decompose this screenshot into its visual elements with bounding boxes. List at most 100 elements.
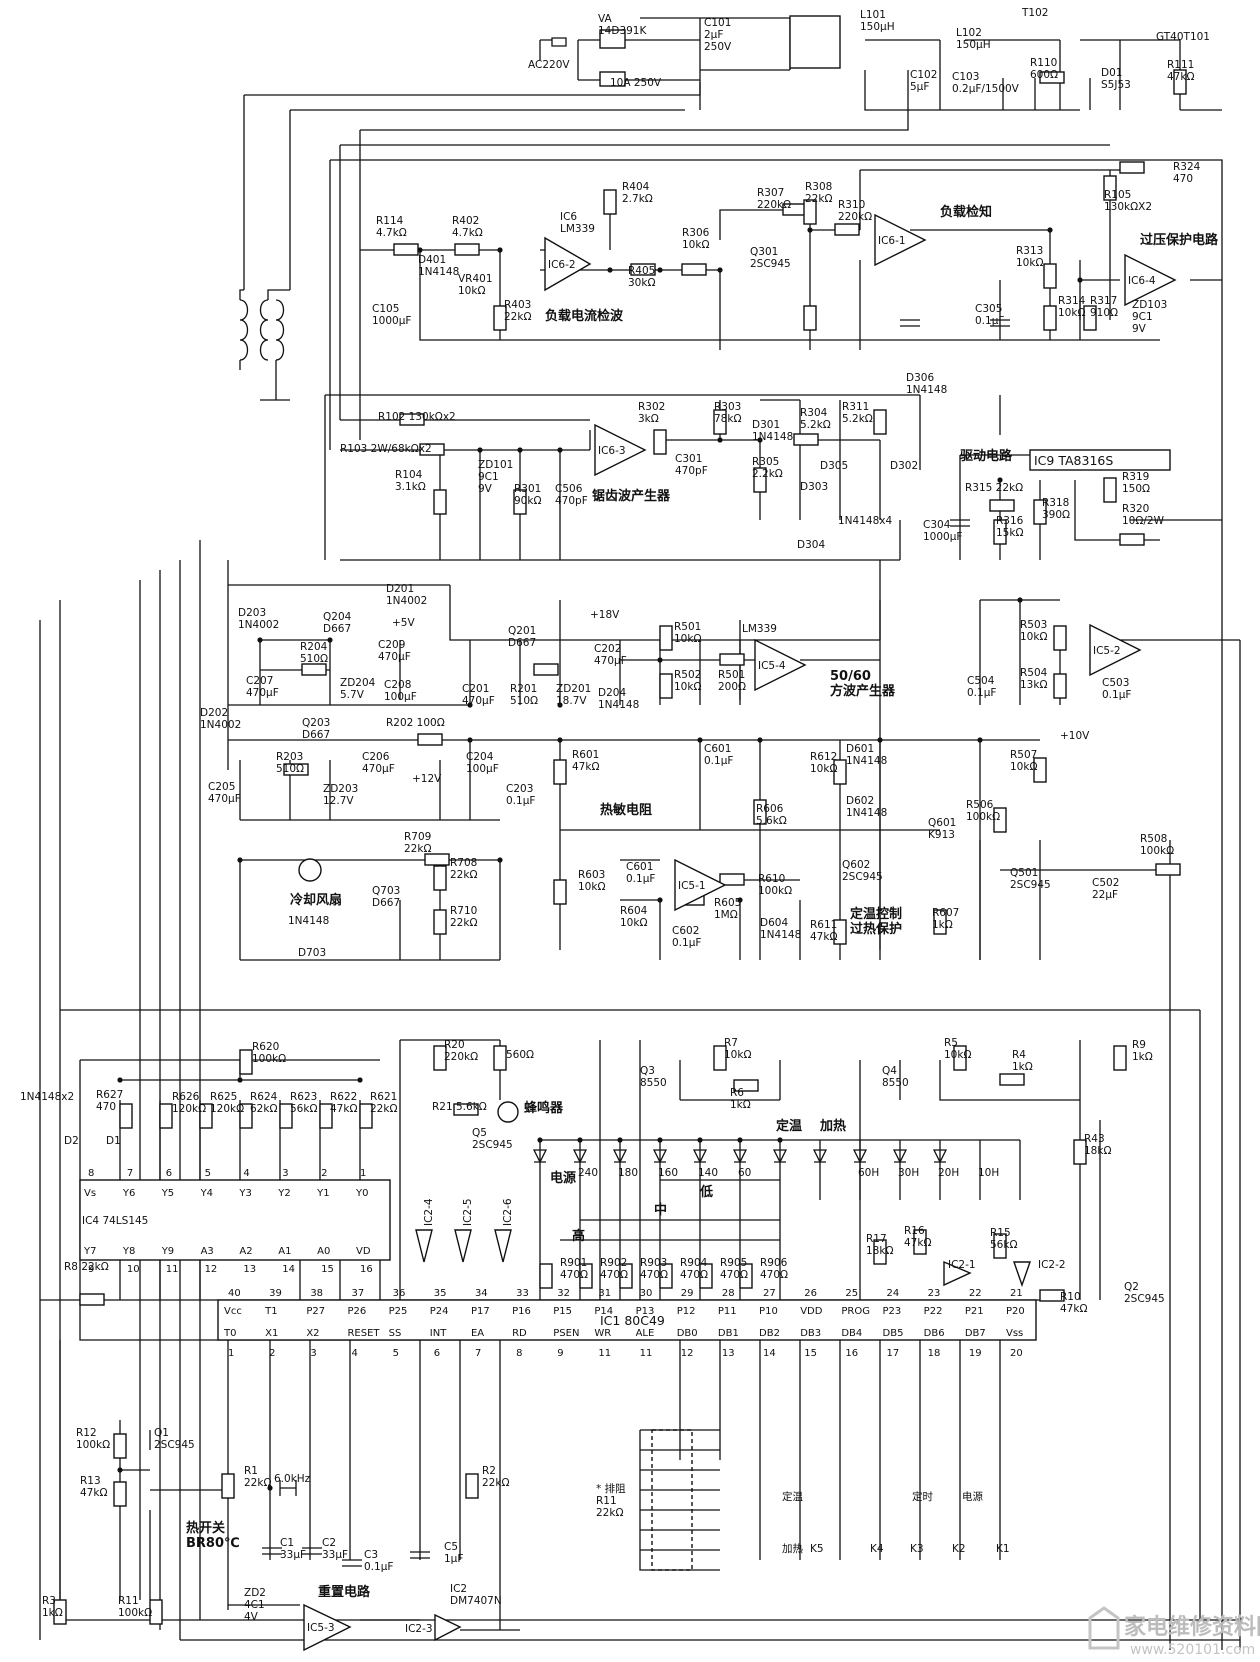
led-temp-label: 160 — [658, 1167, 678, 1179]
led-keep-label: 定温 — [775, 1118, 802, 1134]
led-low-label: 低 — [699, 1184, 713, 1200]
junction-dot — [497, 857, 503, 863]
component-label: 1N4148 — [288, 915, 329, 927]
ic1-bottom-pin-name: DB3 — [800, 1328, 821, 1339]
ic1-top-pin-name: P17 — [471, 1306, 490, 1317]
junction-dot — [757, 437, 763, 443]
component-label: K2 — [952, 1543, 966, 1555]
led-high-label: 高 — [572, 1228, 585, 1244]
ic1-top-pin-name: P24 — [430, 1306, 449, 1317]
ic4-label: IC4 74LS145 — [82, 1215, 148, 1227]
ic1-bottom-pin-number: 7 — [475, 1348, 481, 1359]
ic4-top-pin-name: Y4 — [200, 1188, 213, 1199]
ic1-top-pin-number: 23 — [928, 1288, 941, 1299]
ic1-bottom-pin-number: 2 — [269, 1348, 275, 1359]
ic4-bottom-pin-number: 16 — [360, 1264, 373, 1275]
led-temp-label: 180 — [618, 1167, 638, 1179]
junction-dot — [657, 657, 663, 663]
ic4-bottom-pin-number: 9 — [88, 1264, 94, 1275]
ic2-2-label: IC2-2 — [1038, 1259, 1066, 1271]
led-temp-label: 20H — [938, 1167, 959, 1179]
ic1-top-pin-number: 29 — [681, 1288, 694, 1299]
ic6-1-label: IC6-1 — [878, 235, 906, 247]
ic1-bottom-pin-name: SS — [389, 1328, 402, 1339]
ic1-top-pin-number: 31 — [598, 1288, 611, 1299]
ic4-bottom-pin-name: A1 — [278, 1246, 291, 1257]
ic1-top-pin-number: 36 — [393, 1288, 406, 1299]
ic1-bottom-pin-number: 8 — [516, 1348, 522, 1359]
led-temp-label: 30H — [898, 1167, 919, 1179]
junction-dot — [357, 1077, 363, 1083]
ic1-top-pin-number: 26 — [804, 1288, 817, 1299]
ic1-bottom-pin-number: 20 — [1010, 1348, 1023, 1359]
junction-dot — [757, 737, 763, 743]
component-label: 1N4148x4 — [838, 515, 892, 527]
block-sawtooth: 锯齿波产生器 — [592, 488, 671, 504]
component-label: 电源 — [962, 1490, 983, 1503]
component-label: +18V — [590, 609, 620, 621]
ic1-bottom-pin-number: 19 — [969, 1348, 982, 1359]
ic2-6-label: IC2-6 — [502, 1198, 514, 1226]
ic1-label: IC1 80C49 — [600, 1313, 665, 1328]
junction-dot — [997, 477, 1003, 483]
ic6-2-label: IC6-2 — [548, 259, 576, 271]
junction-dot — [537, 1137, 543, 1143]
block-driver: 驱动电路 — [960, 448, 1013, 464]
ic1-bottom-pin-number: 13 — [722, 1348, 735, 1359]
watermark-url: www.520101.com — [1130, 1642, 1255, 1658]
ic5-3-label: IC5-3 — [307, 1622, 335, 1634]
block-temp-ctrl: 定温控制过热保护 — [849, 906, 902, 937]
component-label: 加热 — [782, 1542, 803, 1555]
ic1-bottom-pin-name: X1 — [265, 1328, 278, 1339]
ic1-bottom-pin-name: WR — [594, 1328, 611, 1339]
led-temp-label: 60H — [858, 1167, 879, 1179]
ic1-top-pin-number: 28 — [722, 1288, 735, 1299]
ic1-top-pin-name: PROG — [841, 1306, 870, 1317]
ic1-bottom-pin-number: 15 — [804, 1348, 817, 1359]
ic4-top-pin-name: Y3 — [238, 1188, 251, 1199]
component-label: +10V — [1060, 730, 1090, 742]
junction-dot — [237, 1077, 243, 1083]
junction-dot — [657, 897, 663, 903]
ic1-top-pin-name: P14 — [594, 1306, 613, 1317]
led-heat-label: 加热 — [819, 1118, 846, 1134]
ic1-bottom-pin-name: DB0 — [677, 1328, 698, 1339]
component-label: AC220V — [528, 59, 570, 71]
ic1-top-pin-name: T1 — [264, 1306, 277, 1317]
integrated-circuits: IC4 74LS145 IC1 80C49 IC9 TA8316S IC6-2 … — [79, 211, 1177, 1652]
component-label: D305 — [820, 460, 848, 472]
block-buzzer: 蜂鸣器 — [524, 1100, 564, 1116]
ic4-bottom-pin-name: Y8 — [122, 1246, 135, 1257]
